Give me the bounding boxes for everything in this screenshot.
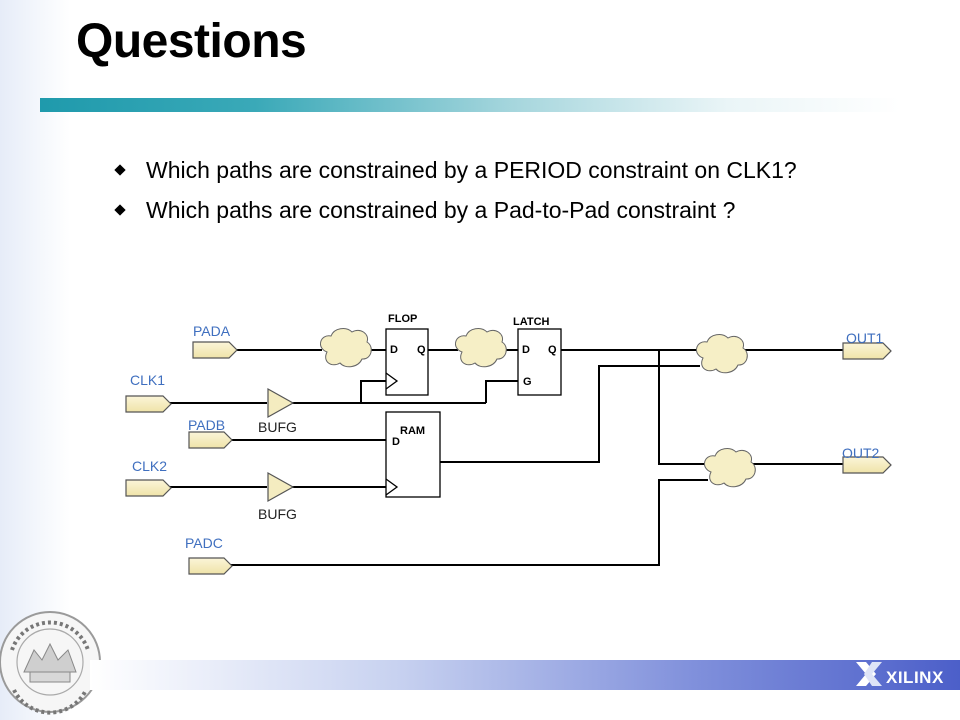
pad-label-out2: OUT2	[842, 445, 880, 461]
svg-text:XILINX: XILINX	[886, 668, 944, 687]
question-item: Which paths are constrained by a PERIOD …	[113, 150, 797, 190]
pad-padc	[188, 557, 233, 575]
bufg-label-2: BUFG	[258, 506, 297, 522]
flop-clock-marker	[385, 372, 399, 390]
latch-title: LATCH	[513, 316, 550, 328]
pad-label-pada: PADA	[193, 323, 231, 339]
wire-branch-out2	[658, 350, 708, 465]
pad-label-clk2: CLK2	[132, 458, 167, 474]
ram-block	[385, 411, 441, 498]
ram-pin-d: D	[392, 436, 400, 448]
pad-out1	[842, 342, 892, 360]
pad-out2	[842, 456, 892, 474]
wire-ram-out	[440, 365, 700, 463]
latch-pin-d: D	[522, 344, 530, 356]
bufg-label-1: BUFG	[258, 419, 297, 435]
xilinx-x-mark-icon	[856, 662, 882, 686]
pad-label-padb: PADB	[188, 417, 225, 433]
question-text: Which paths are constrained by a Pad-to-…	[146, 196, 736, 223]
logic-cloud-4	[704, 448, 756, 488]
latch-pin-q: Q	[548, 344, 557, 356]
latch-pin-g: G	[523, 376, 532, 388]
pad-clk1	[125, 395, 172, 413]
pad-padb	[188, 431, 233, 449]
flop-block	[385, 328, 429, 396]
university-seal-logo	[0, 611, 101, 715]
wires	[170, 349, 843, 566]
wire-latch-gate	[485, 380, 518, 403]
left-edge-gradient	[0, 0, 70, 720]
pad-label-clk1: CLK1	[130, 372, 165, 388]
latch-block	[517, 328, 562, 396]
ram-title: RAM	[400, 425, 425, 437]
pad-clk2	[125, 479, 172, 497]
xilinx-logo: XILINX	[856, 662, 944, 687]
question-list: Which paths are constrained by a PERIOD …	[113, 150, 797, 230]
footer-bar	[90, 660, 960, 690]
question-item: Which paths are constrained by a Pad-to-…	[113, 190, 797, 230]
bufg-buffer-2	[267, 471, 295, 503]
flop-pin-q: Q	[417, 344, 426, 356]
ram-clock-marker	[385, 478, 399, 496]
pad-label-out1: OUT1	[846, 330, 884, 346]
logic-cloud-2	[455, 328, 507, 368]
input-pads	[125, 341, 238, 575]
pad-pada	[192, 341, 238, 359]
output-pads	[842, 342, 892, 474]
logic-cloud-3	[696, 334, 748, 374]
bufg-buffer-1	[267, 387, 295, 419]
logic-cloud-1	[320, 328, 372, 368]
flop-title: FLOP	[388, 313, 417, 325]
question-text: Which paths are constrained by a PERIOD …	[146, 156, 797, 183]
flop-pin-d: D	[390, 344, 398, 356]
wire-flop-clock	[360, 380, 386, 403]
wire-padc-out	[231, 479, 708, 566]
title-underline-bar	[40, 98, 900, 112]
slide-title: Questions	[76, 15, 307, 68]
pad-label-padc: PADC	[185, 535, 223, 551]
